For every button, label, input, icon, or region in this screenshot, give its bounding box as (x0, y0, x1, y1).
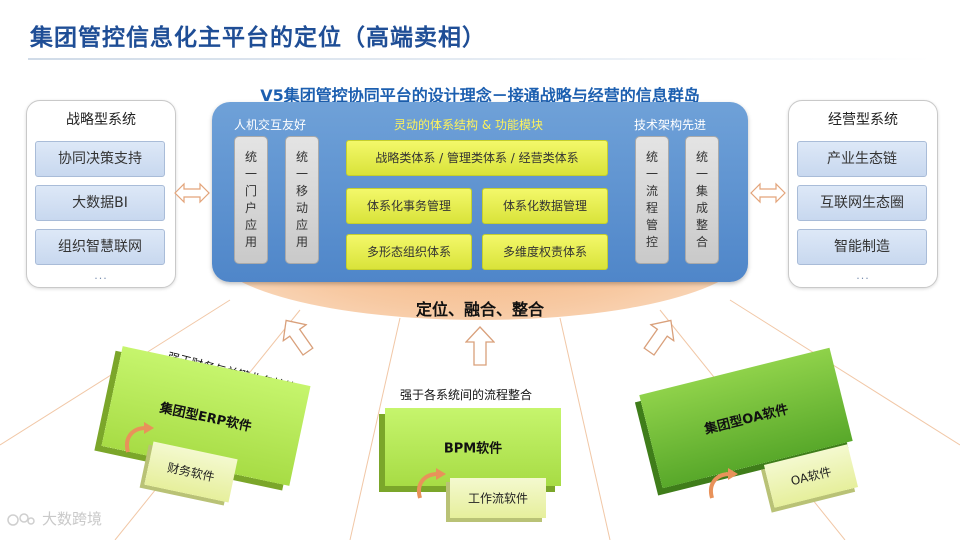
center-header: 灵动的体系结构 & 功能模块 (394, 118, 543, 132)
unified-mobile-pill: 统一移动应用 (285, 136, 319, 264)
left-item-decision-support: 协同决策支持 (35, 141, 165, 177)
title-divider (28, 58, 932, 60)
workflow-software-block: 工作流软件 (450, 478, 546, 518)
module-three-systems: 战略类体系 / 管理类体系 / 经营类体系 (346, 140, 608, 176)
module-org-system: 多形态组织体系 (346, 234, 472, 270)
right-header: 技术架构先进 (634, 118, 707, 132)
bpm-software-block: BPM软件 (385, 408, 561, 486)
left-header: 人机交互友好 (234, 118, 307, 132)
bpm-software-label: BPM软件 (443, 441, 503, 457)
operational-systems-panel: 经营型系统 产业生态链 互联网生态圈 智能制造 ... (788, 100, 938, 288)
curved-arrow-right-icon (709, 468, 738, 499)
workflow-software-label: 工作流软件 (467, 491, 528, 506)
central-platform: 人机交互友好 灵动的体系结构 & 功能模块 技术架构先进 统一门户应用 统一移动… (212, 102, 748, 282)
strategic-systems-panel: 战略型系统 协同决策支持 大数据BI 组织智慧联网 ... (26, 100, 176, 288)
module-transaction-mgmt: 体系化事务管理 (346, 188, 472, 224)
module-data-mgmt: 体系化数据管理 (482, 188, 608, 224)
left-double-arrow-icon (174, 182, 210, 204)
left-more-dots: ... (94, 269, 108, 282)
right-item-industry-chain: 产业生态链 (797, 141, 927, 177)
watermark-logo-icon (7, 513, 35, 526)
unified-process-pill: 统一流程管控 (635, 136, 669, 264)
unified-portal-pill: 统一门户应用 (234, 136, 268, 264)
right-item-internet-ecosystem: 互联网生态圈 (797, 185, 927, 221)
up-arrow-middle-icon (465, 326, 495, 366)
unified-integration-pill: 统一集成整合 (685, 136, 719, 264)
curved-arrow-middle-icon (417, 468, 446, 499)
oa-sub-software-label: OA软件 (789, 464, 833, 489)
finance-software-label: 财务软件 (165, 460, 216, 485)
headline: V5集团管控协同平台的设计理念－接通战略与经营的信息群岛 (260, 86, 700, 105)
up-arrow-right-icon (643, 319, 675, 356)
right-item-smart-manufacturing: 智能制造 (797, 229, 927, 265)
bpm-strength-label: 强于各系统间的流程整合 (400, 388, 533, 402)
curved-arrow-left-icon (125, 422, 154, 453)
operational-systems-title: 经营型系统 (828, 112, 898, 128)
watermark-text: 大数跨境 (42, 510, 103, 528)
right-more-dots: ... (856, 269, 870, 282)
strategic-systems-title: 战略型系统 (66, 112, 136, 128)
left-item-bigdata-bi: 大数据BI (35, 185, 165, 221)
left-item-org-network: 组织智慧联网 (35, 229, 165, 265)
oa-software-label: 集团型OA软件 (703, 402, 790, 438)
platform-caption: 定位、融合、整合 (415, 300, 544, 319)
up-arrow-left-icon (282, 319, 314, 356)
page-title: 集团管控信息化主平台的定位（高端卖相） (30, 25, 486, 51)
right-double-arrow-icon (750, 182, 786, 204)
module-authority-system: 多维度权责体系 (482, 234, 608, 270)
